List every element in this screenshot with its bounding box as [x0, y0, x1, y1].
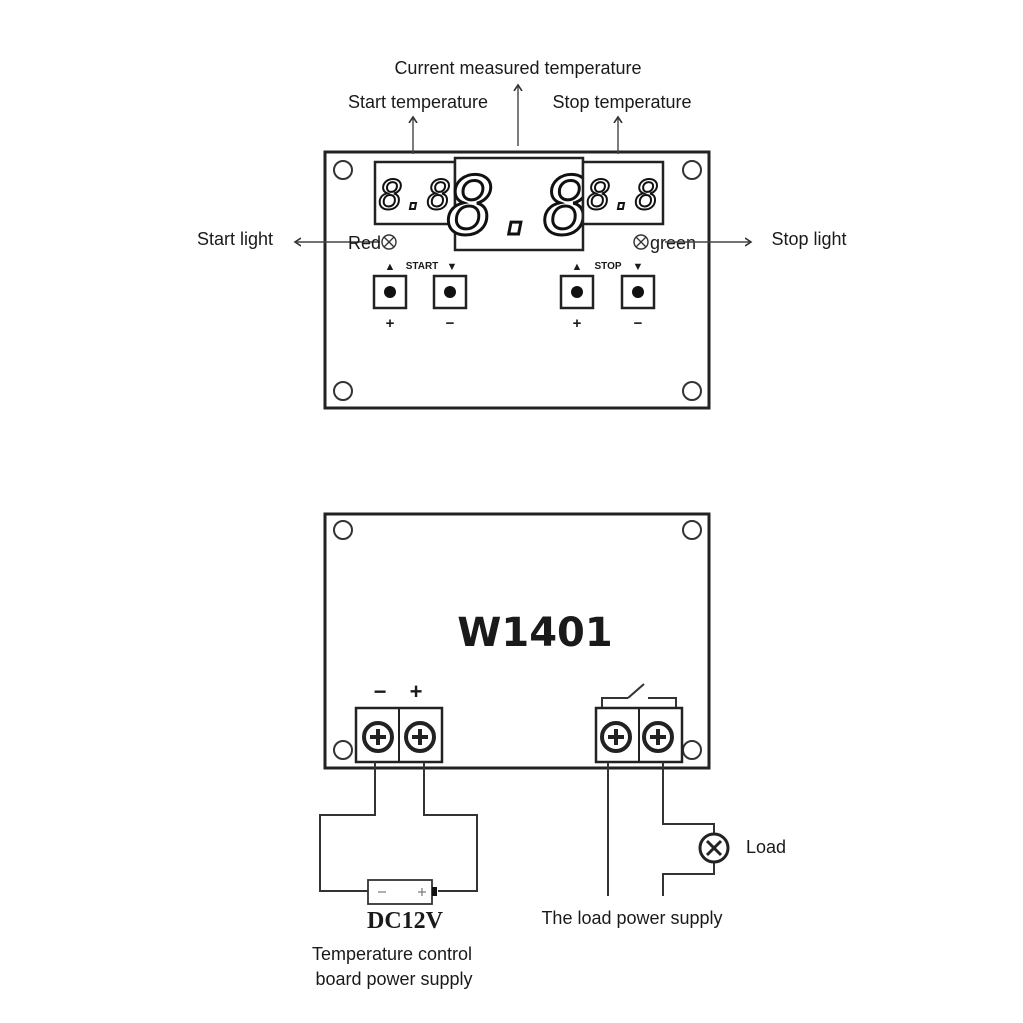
load-lamp-icon [698, 832, 730, 864]
load-right-screw-icon [642, 721, 674, 753]
mounting-hole [682, 160, 702, 180]
start-minus-button[interactable] [432, 274, 468, 310]
terminal-minus-sign: − [374, 679, 387, 704]
battery-icon [367, 879, 437, 905]
stop-plus-button[interactable] [559, 274, 595, 310]
power-caption-line1: Temperature control [312, 944, 472, 964]
load-terminal-block [594, 706, 684, 764]
start-minus-sign: − [446, 315, 455, 332]
start-temp-digits: 8.8 [379, 173, 451, 219]
start-light-label: Start light [197, 229, 273, 249]
mounting-hole [682, 740, 702, 760]
mounting-hole [333, 381, 353, 401]
stop-minus-button[interactable] [620, 274, 656, 310]
power-plus-wire [423, 762, 478, 892]
mounting-hole [682, 520, 702, 540]
current-temp-display [453, 156, 585, 252]
power-minus-wire [319, 762, 376, 892]
stop-down-arrow-icon: ▼ [633, 261, 644, 273]
start-temp-label: Start temperature [348, 92, 488, 112]
stop-up-arrow-icon: ▲ [572, 261, 583, 273]
load-left-screw-icon [600, 721, 632, 753]
load-label: Load [746, 837, 786, 857]
relay-switch-icon [601, 683, 677, 708]
wiring-panel: W1401 − + [312, 512, 786, 989]
red-light-label: Red [348, 233, 381, 253]
power-plus-screw-icon [404, 721, 436, 753]
stop-temp-digits: 8.8 [587, 173, 659, 219]
load-wire-bottom [662, 862, 715, 896]
power-voltage-label: DC12V [367, 908, 444, 934]
power-caption-line2: board power supply [315, 969, 472, 989]
mounting-hole [333, 520, 353, 540]
mounting-hole [682, 381, 702, 401]
stop-light-label: Stop light [771, 229, 846, 249]
stop-minus-sign: − [634, 315, 643, 332]
mounting-hole [333, 740, 353, 760]
green-light-icon [633, 234, 649, 250]
current-temp-label: Current measured temperature [394, 58, 641, 78]
current-temp-digits: 8.8 [447, 160, 592, 253]
start-down-arrow-icon: ▼ [447, 261, 458, 273]
power-minus-screw-icon [362, 721, 394, 753]
load-wire-top [662, 762, 715, 834]
load-supply-label: The load power supply [541, 908, 722, 928]
model-name: W1401 [457, 610, 612, 656]
terminal-plus-sign: + [410, 679, 423, 704]
red-light-icon [381, 234, 397, 250]
mounting-hole [333, 160, 353, 180]
stop-temp-label: Stop temperature [552, 92, 691, 112]
power-terminal-block [354, 706, 444, 764]
start-temp-display [373, 160, 457, 226]
green-light-label: green [650, 233, 696, 253]
start-up-arrow-icon: ▲ [385, 261, 396, 273]
start-group-label: START [406, 261, 439, 272]
start-plus-sign: + [386, 315, 395, 332]
stop-group-label: STOP [594, 261, 621, 272]
stop-plus-sign: + [573, 315, 582, 332]
start-plus-button[interactable] [372, 274, 408, 310]
display-panel: 8.8 8.8 8.8 Current measured temperature… [197, 58, 847, 410]
stop-temp-display [581, 160, 665, 226]
